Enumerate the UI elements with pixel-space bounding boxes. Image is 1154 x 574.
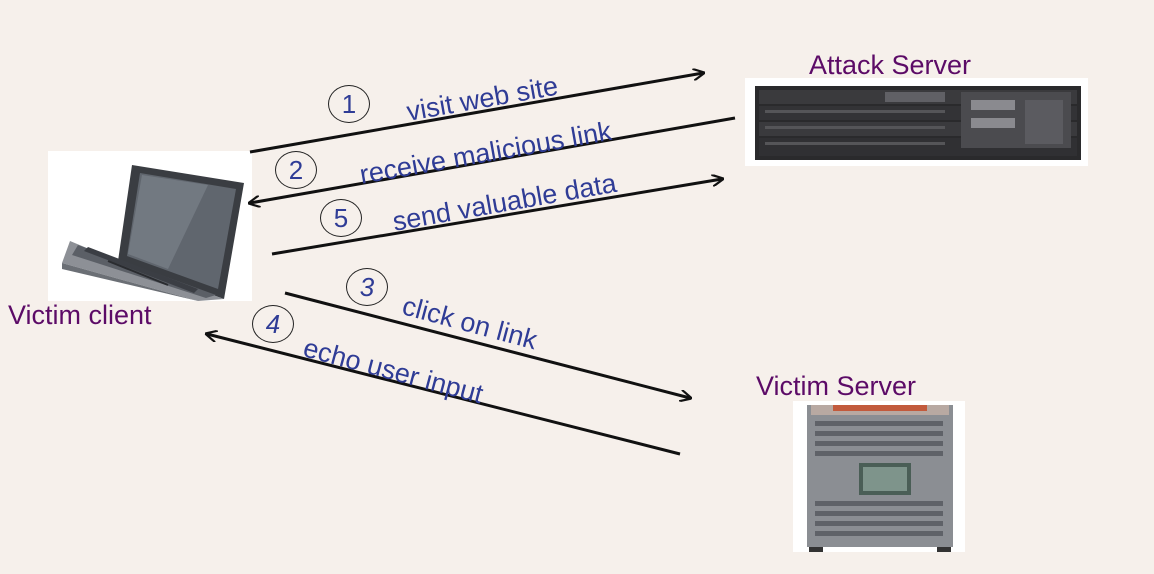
rack-server-icon <box>755 86 1081 160</box>
step-4-number: 4 <box>252 305 294 343</box>
victim-server-label: Victim Server <box>756 371 917 401</box>
step-3-number: 3 <box>346 268 388 306</box>
step-2-number: 2 <box>275 151 317 189</box>
victim-server-tower <box>793 401 965 552</box>
tower-server-icon <box>807 405 953 552</box>
step-5-number: 5 <box>320 199 362 237</box>
step-1-number: 1 <box>328 85 370 123</box>
arrow-3-click <box>284 291 690 398</box>
arrow-1-visit <box>249 73 703 154</box>
attack-server-rack <box>745 78 1088 166</box>
attack-server-label: Attack Server <box>809 50 972 80</box>
victim-client-label: Victim client <box>8 300 152 330</box>
arrow-4-echo <box>207 334 681 456</box>
arrow-5-send <box>271 179 722 256</box>
victim-client-laptop <box>48 151 252 301</box>
laptop-icon <box>62 165 244 301</box>
arrow-2-receive <box>250 116 736 203</box>
